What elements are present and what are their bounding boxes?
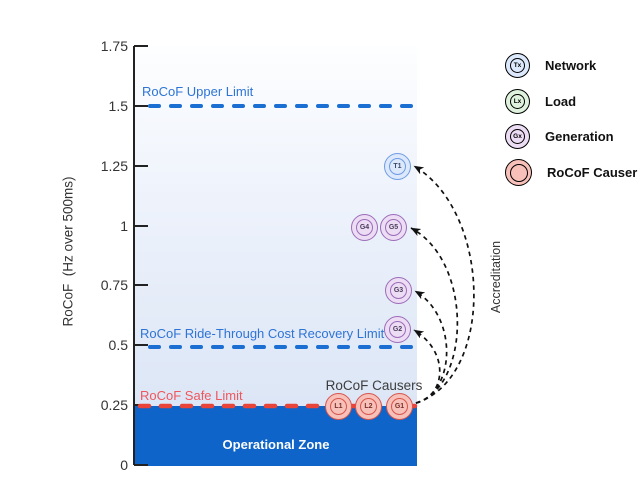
- point-G3-label: G3: [390, 282, 407, 299]
- load-symbol-icon: Lx: [505, 89, 530, 114]
- point-G3: G3: [385, 277, 412, 304]
- legend-item-network: Tx Network: [505, 53, 596, 78]
- legend-label-rocof-causer: RoCoF Causer: [547, 165, 638, 180]
- upper-limit-label: RoCoF Upper Limit: [142, 84, 254, 99]
- generation-symbol-text: Gx: [510, 129, 525, 144]
- accreditation-arrows: [410, 165, 475, 404]
- accreditation-label: Accreditation: [489, 240, 503, 314]
- arrow-to-G5: [410, 227, 459, 404]
- point-L1: L1: [325, 393, 352, 420]
- load-symbol-text: Lx: [510, 94, 525, 109]
- rocof-causer-symbol-icon: [505, 159, 532, 186]
- point-L2-label: L2: [360, 398, 377, 415]
- y-axis-title: RoCoF (Hz over 500ms): [60, 176, 76, 327]
- legend-item-rocof-causer: RoCoF Causer: [505, 159, 637, 186]
- ytick-1-5: 1.5: [108, 98, 128, 114]
- safe-limit-label: RoCoF Safe Limit: [140, 388, 243, 403]
- point-G1-label: G1: [391, 398, 408, 415]
- ytick-1: 1: [120, 218, 128, 234]
- legend-label-network: Network: [545, 58, 597, 73]
- point-G1: G1: [386, 393, 413, 420]
- point-G4-label: G4: [356, 219, 373, 236]
- legend-item-generation: Gx Generation: [505, 124, 614, 149]
- point-G2: G2: [384, 316, 411, 343]
- ride-through-limit-label: RoCoF Ride-Through Cost Recovery Limit: [140, 326, 385, 341]
- ytick-0-5: 0.5: [108, 337, 128, 353]
- point-L2: L2: [355, 393, 382, 420]
- ytick-0-25: 0.25: [100, 397, 128, 413]
- legend-label-generation: Generation: [545, 129, 614, 144]
- generation-symbol-icon: Gx: [505, 124, 530, 149]
- arrow-to-T1: [413, 165, 475, 404]
- point-T1: T1: [384, 153, 411, 180]
- ytick-0: 0: [120, 457, 128, 473]
- rocof-causer-symbol-text: [509, 163, 528, 182]
- legend-label-load: Load: [545, 94, 577, 109]
- rocof-causers-label: RoCoF Causers: [325, 378, 423, 393]
- ytick-1-25: 1.25: [100, 158, 128, 174]
- point-L1-label: L1: [330, 398, 347, 415]
- ytick-1-75: 1.75: [100, 38, 128, 54]
- point-T1-label: T1: [389, 158, 406, 175]
- legend-item-load: Lx Load: [505, 89, 576, 114]
- point-G5: G5: [380, 214, 407, 241]
- operational-zone-label: Operational Zone: [222, 437, 330, 452]
- point-G2-label: G2: [389, 321, 406, 338]
- ytick-0-75: 0.75: [100, 277, 128, 293]
- network-symbol-icon: Tx: [505, 53, 530, 78]
- point-G5-label: G5: [385, 219, 402, 236]
- network-symbol-text: Tx: [510, 58, 525, 73]
- point-G4: G4: [351, 214, 378, 241]
